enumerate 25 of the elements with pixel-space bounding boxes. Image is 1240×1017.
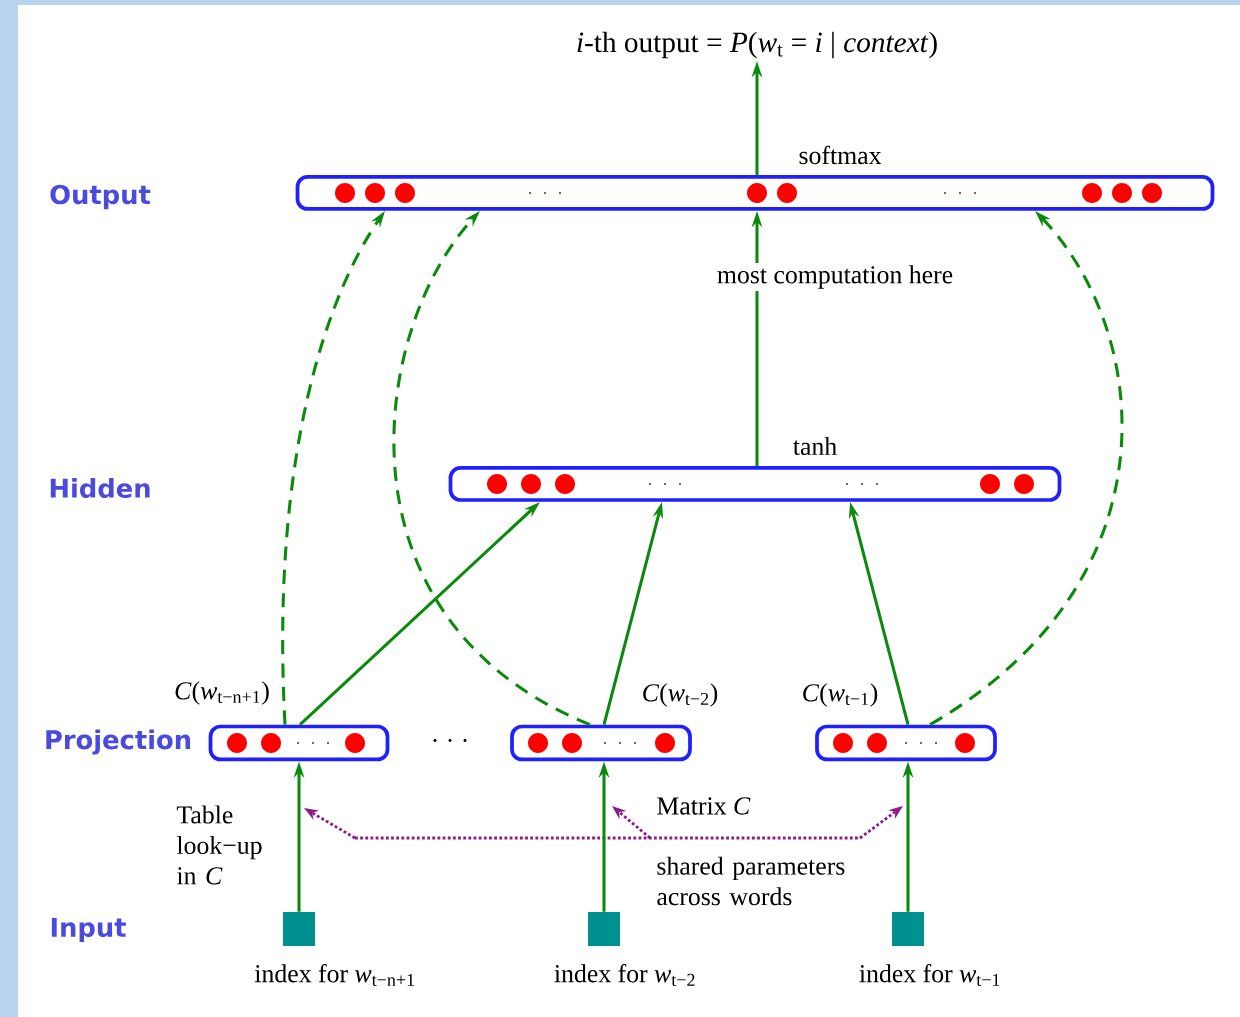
layer-name: Hidden xyxy=(50,478,150,498)
index-label: index for w$_{t−1}$ xyxy=(857,962,1003,988)
layer-bar xyxy=(295,175,1215,211)
output-formula: i-th output = P(w$_{t}$ = i | context) xyxy=(577,31,937,59)
lookup-note: Table look−up in C xyxy=(176,805,262,885)
layer-label: softmax xyxy=(797,144,883,166)
layer-bar xyxy=(815,724,997,762)
layer-bar xyxy=(448,466,1062,502)
layer-label: C(w$_{t−n+1}$) xyxy=(172,680,272,706)
layer-bar xyxy=(208,724,390,762)
matrix-note: Matrix C xyxy=(657,797,751,815)
layer-name: Output xyxy=(50,184,151,210)
input-square xyxy=(283,912,315,946)
layer-name: Input xyxy=(51,917,126,943)
layer-bar xyxy=(510,724,692,762)
shared-note: shared parameters across words xyxy=(657,856,845,906)
layer-label: C(w$_{t−1}$) xyxy=(800,682,880,708)
index-label: index for w$_{t−n+1}$ xyxy=(253,962,417,988)
layer-label: C(w$_{t−2}$) xyxy=(640,682,720,708)
layer-label: tanh xyxy=(791,435,839,457)
input-square xyxy=(892,912,924,946)
ellipsis: · · · xyxy=(433,739,467,742)
index-label: index for w$_{t−2}$ xyxy=(552,962,698,988)
input-square xyxy=(588,912,620,946)
edge-label: most computation here xyxy=(714,262,956,292)
